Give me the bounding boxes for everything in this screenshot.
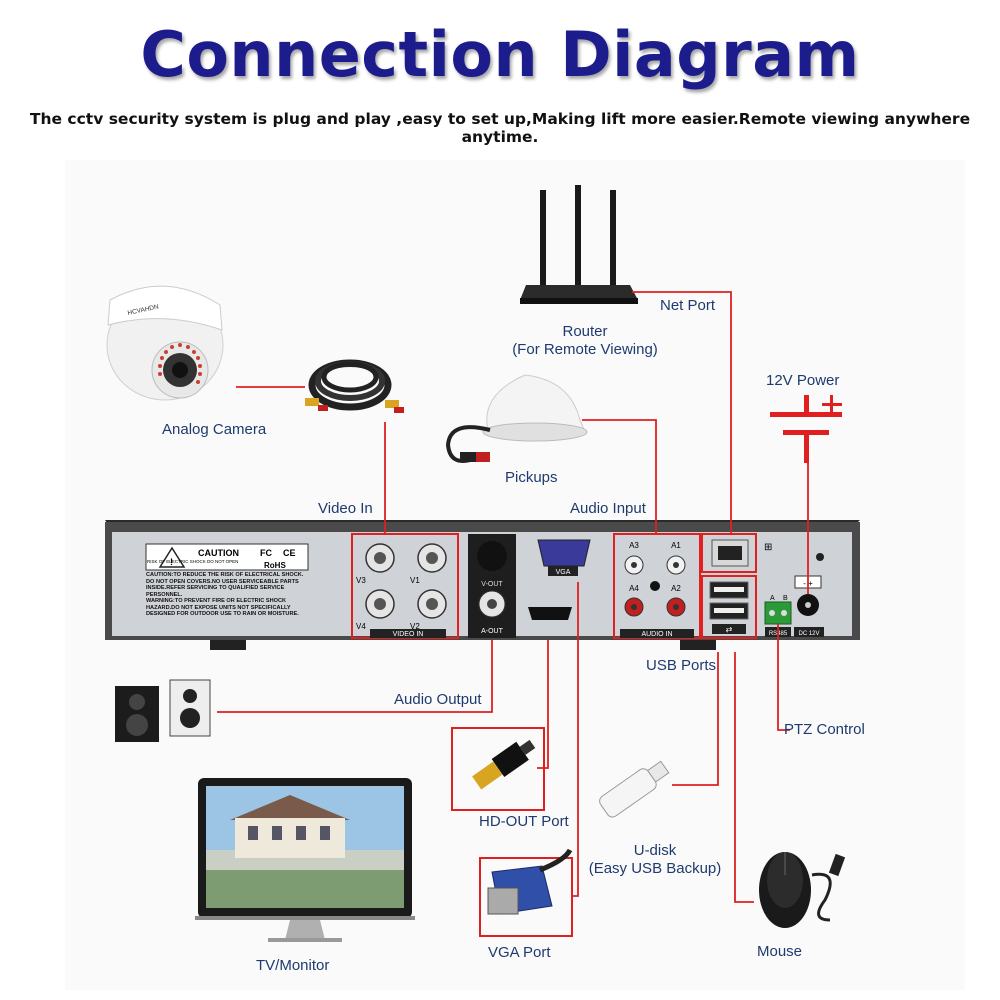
power-symbol-icon (770, 395, 842, 463)
mouse-label: Mouse (757, 943, 803, 960)
dc12v-label: DC 12V (798, 631, 819, 637)
pickup-microphone-icon (445, 374, 588, 463)
pickups-label: Pickups (505, 469, 558, 486)
svg-text:⊞: ⊞ (764, 542, 772, 553)
video-in-port-label: VIDEO IN (393, 631, 424, 638)
a-out-label: A-OUT (481, 628, 504, 635)
audio-output-label: Audio Output (394, 691, 482, 708)
ab-a-label: A (770, 595, 775, 602)
speakers-icon (115, 679, 211, 742)
tv-monitor-label: TV/Monitor (256, 957, 330, 974)
router-label: Router (562, 323, 608, 340)
svg-text:⇄: ⇄ (726, 625, 733, 634)
svg-text:!: ! (170, 557, 173, 567)
v-out-label: V-OUT (481, 581, 503, 588)
vga-cable-icon (487, 848, 573, 915)
a3-label: A3 (629, 541, 639, 550)
ptz-control-label: PTZ Control (784, 721, 865, 738)
video-in-port-group: V3 V1 V4 V2 VIDEO IN (356, 543, 447, 638)
caution-title: CAUTION (198, 548, 239, 558)
cert-ce: CE (283, 548, 296, 558)
warning-text: WARNING:TO PREVENT FIRE OR ELECTRIC SHOC… (146, 598, 299, 617)
cert-rohs: RoHS (264, 561, 286, 570)
hdmi-cable-icon (472, 739, 536, 790)
mouse-icon (759, 852, 846, 928)
power-label: 12V Power (766, 372, 840, 389)
v1-label: V1 (410, 576, 420, 585)
udisk-label: U-disk (633, 842, 677, 859)
net-port-label: Net Port (660, 297, 716, 314)
v2-label: V2 (410, 622, 420, 631)
monitor-icon (195, 778, 415, 942)
usb-ports-label: USB Ports (646, 657, 717, 674)
bnc-cable-icon (305, 359, 404, 413)
cert-fc: FC (260, 548, 272, 558)
camera-label: Analog Camera (162, 421, 267, 438)
router-icon (520, 185, 638, 304)
video-in-label: Video In (318, 500, 373, 517)
ab-b-label: B (783, 595, 788, 602)
audio-input-label: Audio Input (570, 500, 646, 517)
udisk-sublabel: (Easy USB Backup) (588, 860, 722, 877)
page-subtitle: The cctv security system is plug and pla… (29, 110, 971, 146)
page-title: Connection Diagram (140, 18, 860, 91)
vga-port-label: VGA Port (488, 944, 551, 961)
a1-label: A1 (671, 541, 681, 550)
v3-label: V3 (356, 576, 366, 585)
caution-text: CAUTION:TO REDUCE THE RISK OF ELECTRICAL… (146, 572, 304, 598)
vga-label: VGA (556, 569, 571, 576)
a2-label: A2 (671, 584, 681, 593)
connection-wires (217, 291, 809, 903)
hd-out-label: HD-OUT Port (479, 813, 569, 830)
a4-label: A4 (629, 584, 639, 593)
dvr-recorder: ! CAUTION FC CE RoHS RISK OF ELECTRIC SH… (105, 520, 860, 650)
v4-label: V4 (356, 622, 366, 631)
audio-in-port-label: AUDIO IN (641, 631, 672, 638)
caution-sub: RISK OF ELECTRIC SHOCK DO NOT OPEN (147, 559, 239, 564)
dome-camera-icon: HCVAHDN (106, 285, 224, 401)
router-sublabel: (For Remote Viewing) (512, 341, 658, 358)
usb-disk-icon (599, 760, 670, 818)
